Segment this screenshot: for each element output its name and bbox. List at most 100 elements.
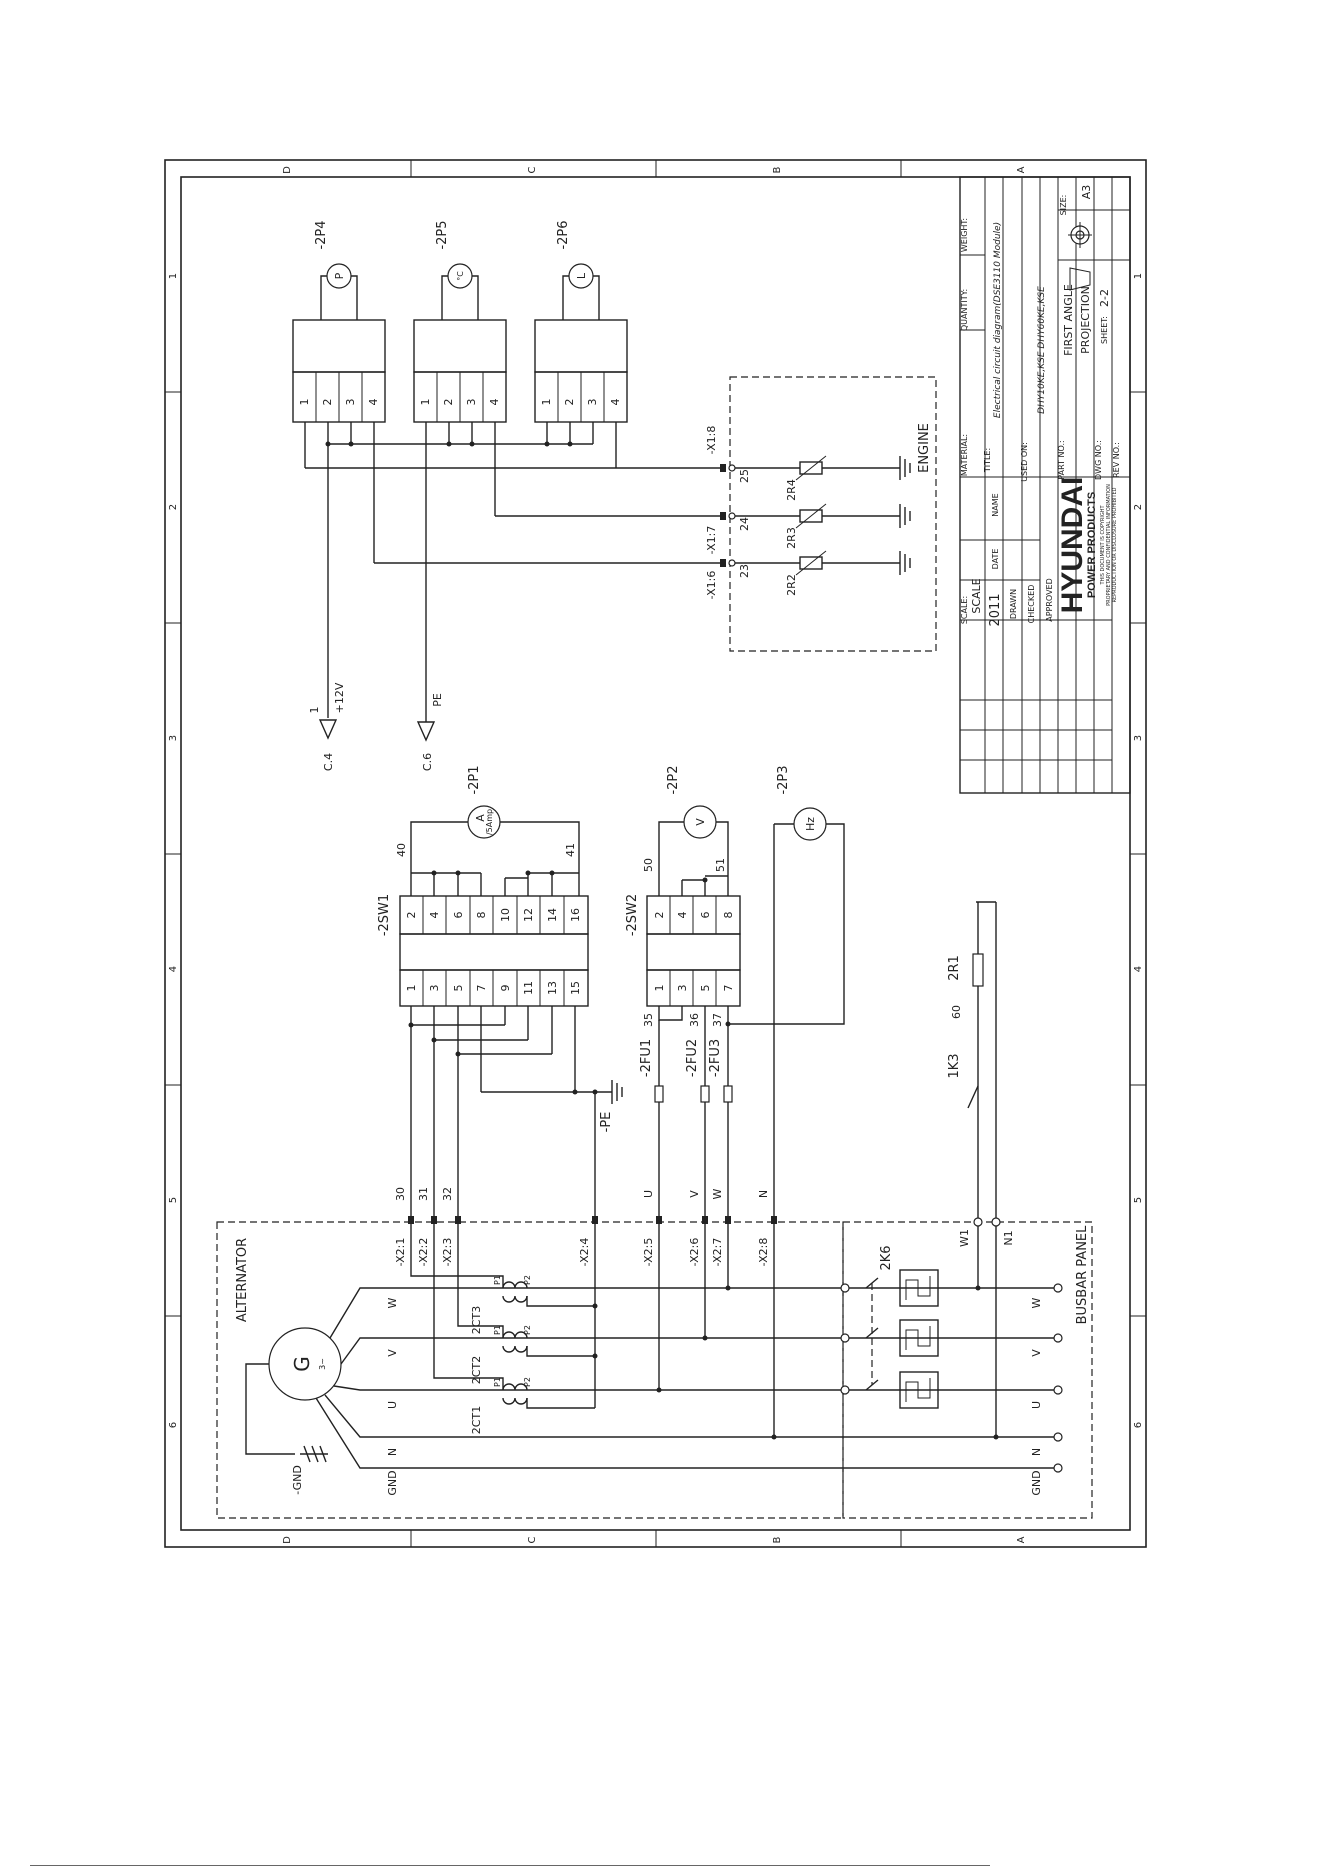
engine-terminal-x1-8-ref: -X1:8 (705, 426, 718, 455)
switch-2sw1-even-6: 6 (452, 912, 465, 919)
sensor-2p4-pin-3: 3 (344, 399, 357, 406)
busbar-line-u: U (1030, 1401, 1043, 1409)
resistor-2r1-icon (972, 953, 984, 987)
switch-2sw1-odd-11: 11 (522, 981, 535, 995)
grid-letter-bottom-b: B (772, 1536, 783, 1543)
alternator-gnd-label: -GND (291, 1465, 304, 1495)
fuse-2fu2-ref: -2FU2 (685, 1039, 700, 1077)
tb-title-value: Electrical circuit diagram(DSE3110 Modul… (993, 222, 1003, 418)
x2-terminal-3: -X2:3 (441, 1238, 454, 1267)
tb-checked: CHECKED (1027, 585, 1036, 624)
temperature-gauge-icon (447, 263, 473, 289)
tb-dwg-no: DWG NO.: (1094, 440, 1103, 480)
tb-size-value: A3 (1080, 185, 1093, 200)
x2-wire-v: V (688, 1190, 701, 1198)
grid-letter-bottom-d: D (282, 1536, 293, 1544)
busbar-aux-w1: W1 (958, 1229, 971, 1247)
sensor-2p5-pin-4: 4 (488, 399, 501, 406)
fuse-2fu1-icon (654, 1085, 664, 1103)
connector-c6-label: PE (431, 693, 444, 707)
busbar-aux-n1: N1 (1002, 1230, 1015, 1245)
grid-letter-top-c: C (527, 166, 538, 173)
switch-2sw1-even-14: 14 (546, 908, 559, 922)
tb-size-label: SIZE: (1059, 195, 1068, 216)
ct-2ct1-icon (502, 1383, 528, 1391)
sensor-2p4-ref: -2P4 (314, 220, 329, 249)
tb-first-angle: FIRST ANGLE (1062, 284, 1075, 356)
switch-2sw1-odd-7: 7 (475, 985, 488, 992)
ct-2ct3-p1: P1 (493, 1275, 502, 1285)
tb-year: 2011 (988, 593, 1003, 626)
generator: G 3~ -GND (245, 1287, 1055, 1495)
x2-terminal-1: -X2:1 (394, 1238, 407, 1267)
sensor-2p6-pin-3: 3 (586, 399, 599, 406)
sensor-2p4-pin-4: 4 (367, 399, 380, 406)
engine-terminal-x1-8-wire: 25 (738, 469, 751, 483)
alternator-line-v: V (386, 1349, 399, 1357)
grid-number-left-3: 3 (168, 735, 179, 741)
switch-2sw2-odd-3: 3 (676, 985, 689, 992)
inner-frame (180, 176, 1131, 1531)
switch-2sw1-even-8: 8 (475, 912, 488, 919)
sensor-2p4-pin-2: 2 (321, 399, 334, 406)
fuse-wire-35: 35 (642, 1013, 655, 1027)
sensor-2p5-ref: -2P5 (435, 220, 450, 249)
fuse-2fu1-ref: -2FU1 (639, 1039, 654, 1077)
busbar-label: BUSBAR PANEL (1075, 1225, 1090, 1325)
meter-2p3-ref: -2P3 (776, 765, 791, 794)
tb-name: NAME (991, 493, 1000, 516)
page-footer-rule (30, 1865, 990, 1866)
grid-number-right-4: 4 (1133, 966, 1144, 972)
engine-resistor-2r2: 2R2 (785, 574, 798, 596)
ct-2ct3-p2: P2 (523, 1275, 532, 1285)
grid-dividers (165, 160, 1146, 1547)
level-gauge-icon (568, 263, 594, 289)
generator-symbol: G (290, 1356, 314, 1372)
meter-2p2-ref: -2P2 (666, 765, 681, 794)
alternator-label: ALTERNATOR (235, 1238, 250, 1322)
voltage-taps (656, 1224, 777, 1440)
meter-2p1-sub: /5Amp (485, 809, 494, 835)
sensor-2p5-pin-3: 3 (465, 399, 478, 406)
fuse-2fu3-icon (723, 1085, 733, 1103)
ct-2ct1-p1: P1 (493, 1377, 502, 1387)
fuses: -2FU1 -2FU2 -2FU3 (639, 1020, 733, 1218)
switch-2sw1-even-10: 10 (499, 908, 512, 922)
x2-terminal-strip: 30 31 32 U V W N -X2:1 -X2:2 -X2:3 -X2:4… (394, 1025, 777, 1266)
switch-2sw2-wire-50: 50 (642, 858, 655, 872)
fuse-2fu2-icon (700, 1085, 710, 1103)
current-transformers: 2CT3 2CT2 2CT1 P1 P2 P1 P2 P1 P2 (410, 1224, 1055, 1434)
alternator-line-w: W (386, 1297, 399, 1308)
switch-2sw2-odd-7: 7 (722, 985, 735, 992)
alternator-line-n: N (386, 1448, 399, 1456)
engine-label: ENGINE (917, 423, 932, 473)
pressure-gauge-icon (326, 263, 352, 289)
grid-letter-bottom-a: A (1016, 1536, 1027, 1543)
grid-number-left-4: 4 (168, 966, 179, 972)
x2-wire-30: 30 (394, 1187, 407, 1201)
switch-2sw1-odd-1: 1 (405, 985, 418, 992)
switch-2sw2-even-2: 2 (653, 912, 666, 919)
meter-2p2: V -2P2 (658, 765, 729, 870)
switch-2sw1-odd-5: 5 (452, 985, 465, 992)
sensor-2p6-pin-2: 2 (563, 399, 576, 406)
alternator-line-labels: W V U N GND (386, 1297, 399, 1495)
fuse-wire-36: 36 (688, 1013, 701, 1027)
grid-number-left-1: 1 (168, 273, 179, 279)
breaker-2k6-label: 2K6 (879, 1245, 894, 1270)
tb-quantity: QUANTITY: (960, 289, 969, 331)
relay-1k3: 1K3 60 2R1 (947, 901, 997, 1218)
switch-2sw2-wire-51: 51 (714, 858, 727, 872)
ct-2ct3-icon (502, 1281, 528, 1289)
ct-2ct2-p2: P2 (523, 1325, 532, 1335)
title-block: SCALE: SCALE 2011 DATE NAME DRAWN CHECKE… (959, 176, 1131, 794)
sensor-wiring (304, 422, 722, 722)
grid-letter-top-a: A (1016, 166, 1027, 173)
switch-2sw1-wire-41: 41 (564, 843, 577, 857)
switch-2sw2-ref: -2SW2 (625, 894, 640, 936)
x2-terminal-5: -X2:5 (642, 1238, 655, 1267)
sensor-2p5-pin-1: 1 (419, 399, 432, 406)
x2-terminal-8: -X2:8 (757, 1238, 770, 1267)
sensor-2p4: P -2P4 1 2 3 4 (292, 220, 386, 423)
tb-used-value: DHY10KE,KSE DHY60KE,KSE (1037, 286, 1047, 414)
